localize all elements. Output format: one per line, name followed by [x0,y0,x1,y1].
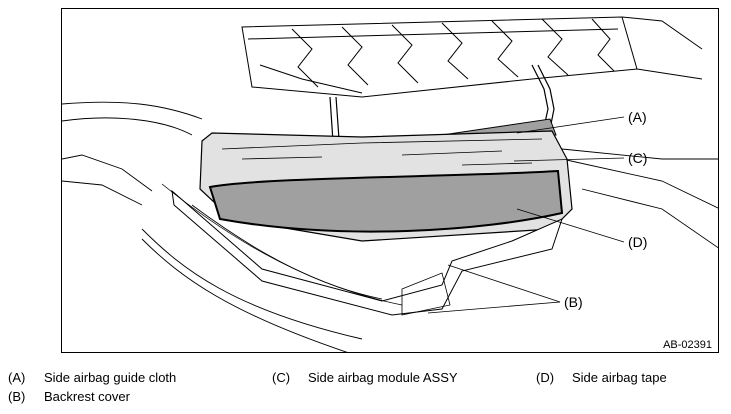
legend-letter: (A) [8,370,26,385]
legend-item-c: (C) Side airbag module ASSY [272,370,458,386]
legend-text: Side airbag tape [572,370,667,385]
airbag-illustration: (A) (C) (D) (B) AB-02391 [62,16,718,352]
airbag-tape-d [208,169,564,233]
backrest-cover-b [171,189,563,316]
cover-folds [161,183,451,316]
figure-frame: (A) (C) (D) (B) AB-02391 [61,8,719,353]
trim-lines [62,101,718,352]
legend-item-d: (D) Side airbag tape [536,370,667,386]
callout-a: (A) [628,109,647,125]
seat-frame [241,16,703,98]
legend-text: Side airbag guide cloth [44,370,177,385]
callout-c: (C) [628,150,647,166]
callout-b: (B) [564,294,583,310]
figure-id: AB-02391 [663,339,712,351]
legend-text: Side airbag module ASSY [308,370,458,385]
legend-item-a: (A) Side airbag guide cloth [8,370,176,386]
legend-letter: (B) [8,389,26,404]
callout-d: (D) [628,234,647,250]
legend-letter: (C) [272,370,291,385]
legend-item-b: (B) Backrest cover [8,389,130,405]
leader-lines [427,116,625,314]
legend-letter: (D) [536,370,555,385]
module-detail-lines [221,138,543,166]
legend-text: Backrest cover [44,389,130,404]
